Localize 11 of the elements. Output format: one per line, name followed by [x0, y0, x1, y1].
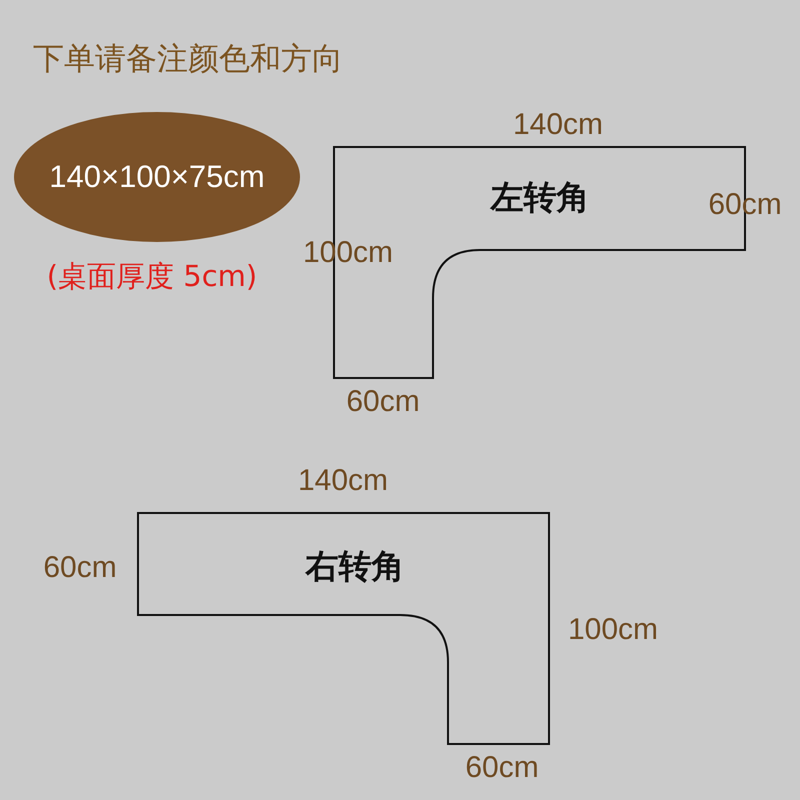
dimension-label: 140cm — [512, 108, 604, 142]
size-ellipse: 140×100×75cm — [14, 112, 300, 242]
note-text: (桌面厚度 5cm) — [46, 258, 258, 295]
dimension-label: 60cm — [346, 385, 420, 419]
dimension-label: 60cm — [465, 751, 539, 785]
dimension-label: 100cm — [568, 613, 658, 647]
dimension-label: 60cm — [43, 551, 117, 585]
dimension-label: 140cm — [298, 464, 388, 498]
desk-label: 右转角 — [306, 546, 404, 588]
desk-label: 左转角 — [490, 176, 590, 218]
title-text: 下单请备注颜色和方向 — [33, 40, 343, 79]
